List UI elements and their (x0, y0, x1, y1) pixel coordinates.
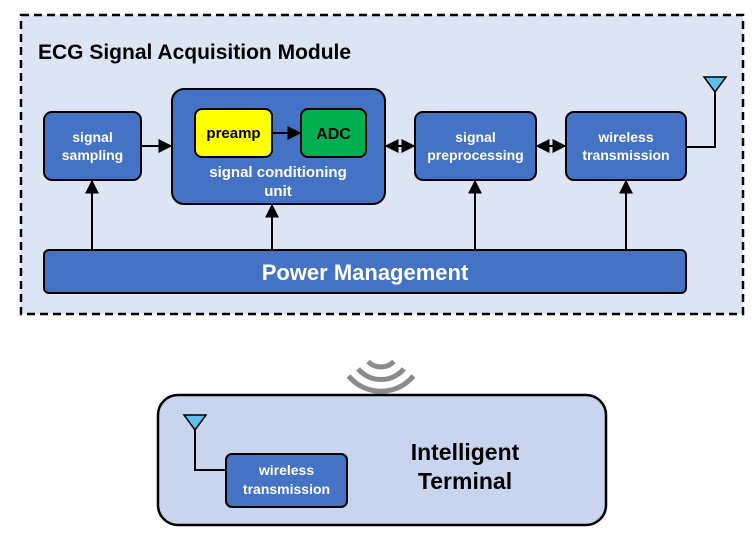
adc-block: ADC (300, 108, 367, 158)
wireless-signal-icon (346, 359, 416, 394)
intelligent-terminal-title-1: Intelligent (411, 439, 520, 465)
module-title: ECG Signal Acquisition Module (38, 41, 351, 64)
signal-conditioning-label-2: unit (264, 183, 292, 200)
signal-conditioning-label-1: signal conditioning (209, 164, 347, 181)
power-management-label: Power Management (262, 260, 469, 285)
preamp-label: preamp (206, 125, 260, 142)
signal-sampling-label-2: sampling (62, 147, 123, 163)
wireless-transmission-label-2: transmission (582, 147, 669, 163)
adc-label: ADC (316, 126, 351, 143)
intelligent-terminal-title-2: Terminal (418, 468, 512, 494)
signal-preprocessing-label-1: signal (455, 129, 495, 145)
terminal-antenna-icon (182, 414, 226, 471)
terminal-wireless-label-1: wireless (258, 462, 314, 478)
signal-sampling-block: signal sampling (43, 111, 142, 181)
terminal-wireless-label-2: transmission (243, 481, 330, 497)
power-management-block: Power Management (43, 249, 687, 294)
preamp-block: preamp (194, 108, 273, 158)
module-antenna-icon (686, 76, 728, 148)
signal-sampling-label-1: signal (72, 129, 112, 145)
wireless-transmission-block: wireless transmission (565, 111, 687, 181)
wireless-transmission-label-1: wireless (597, 129, 653, 145)
signal-preprocessing-block: signal preprocessing (414, 111, 537, 181)
terminal-wireless-block: wireless transmission (225, 453, 348, 508)
signal-preprocessing-label-2: preprocessing (427, 147, 523, 163)
